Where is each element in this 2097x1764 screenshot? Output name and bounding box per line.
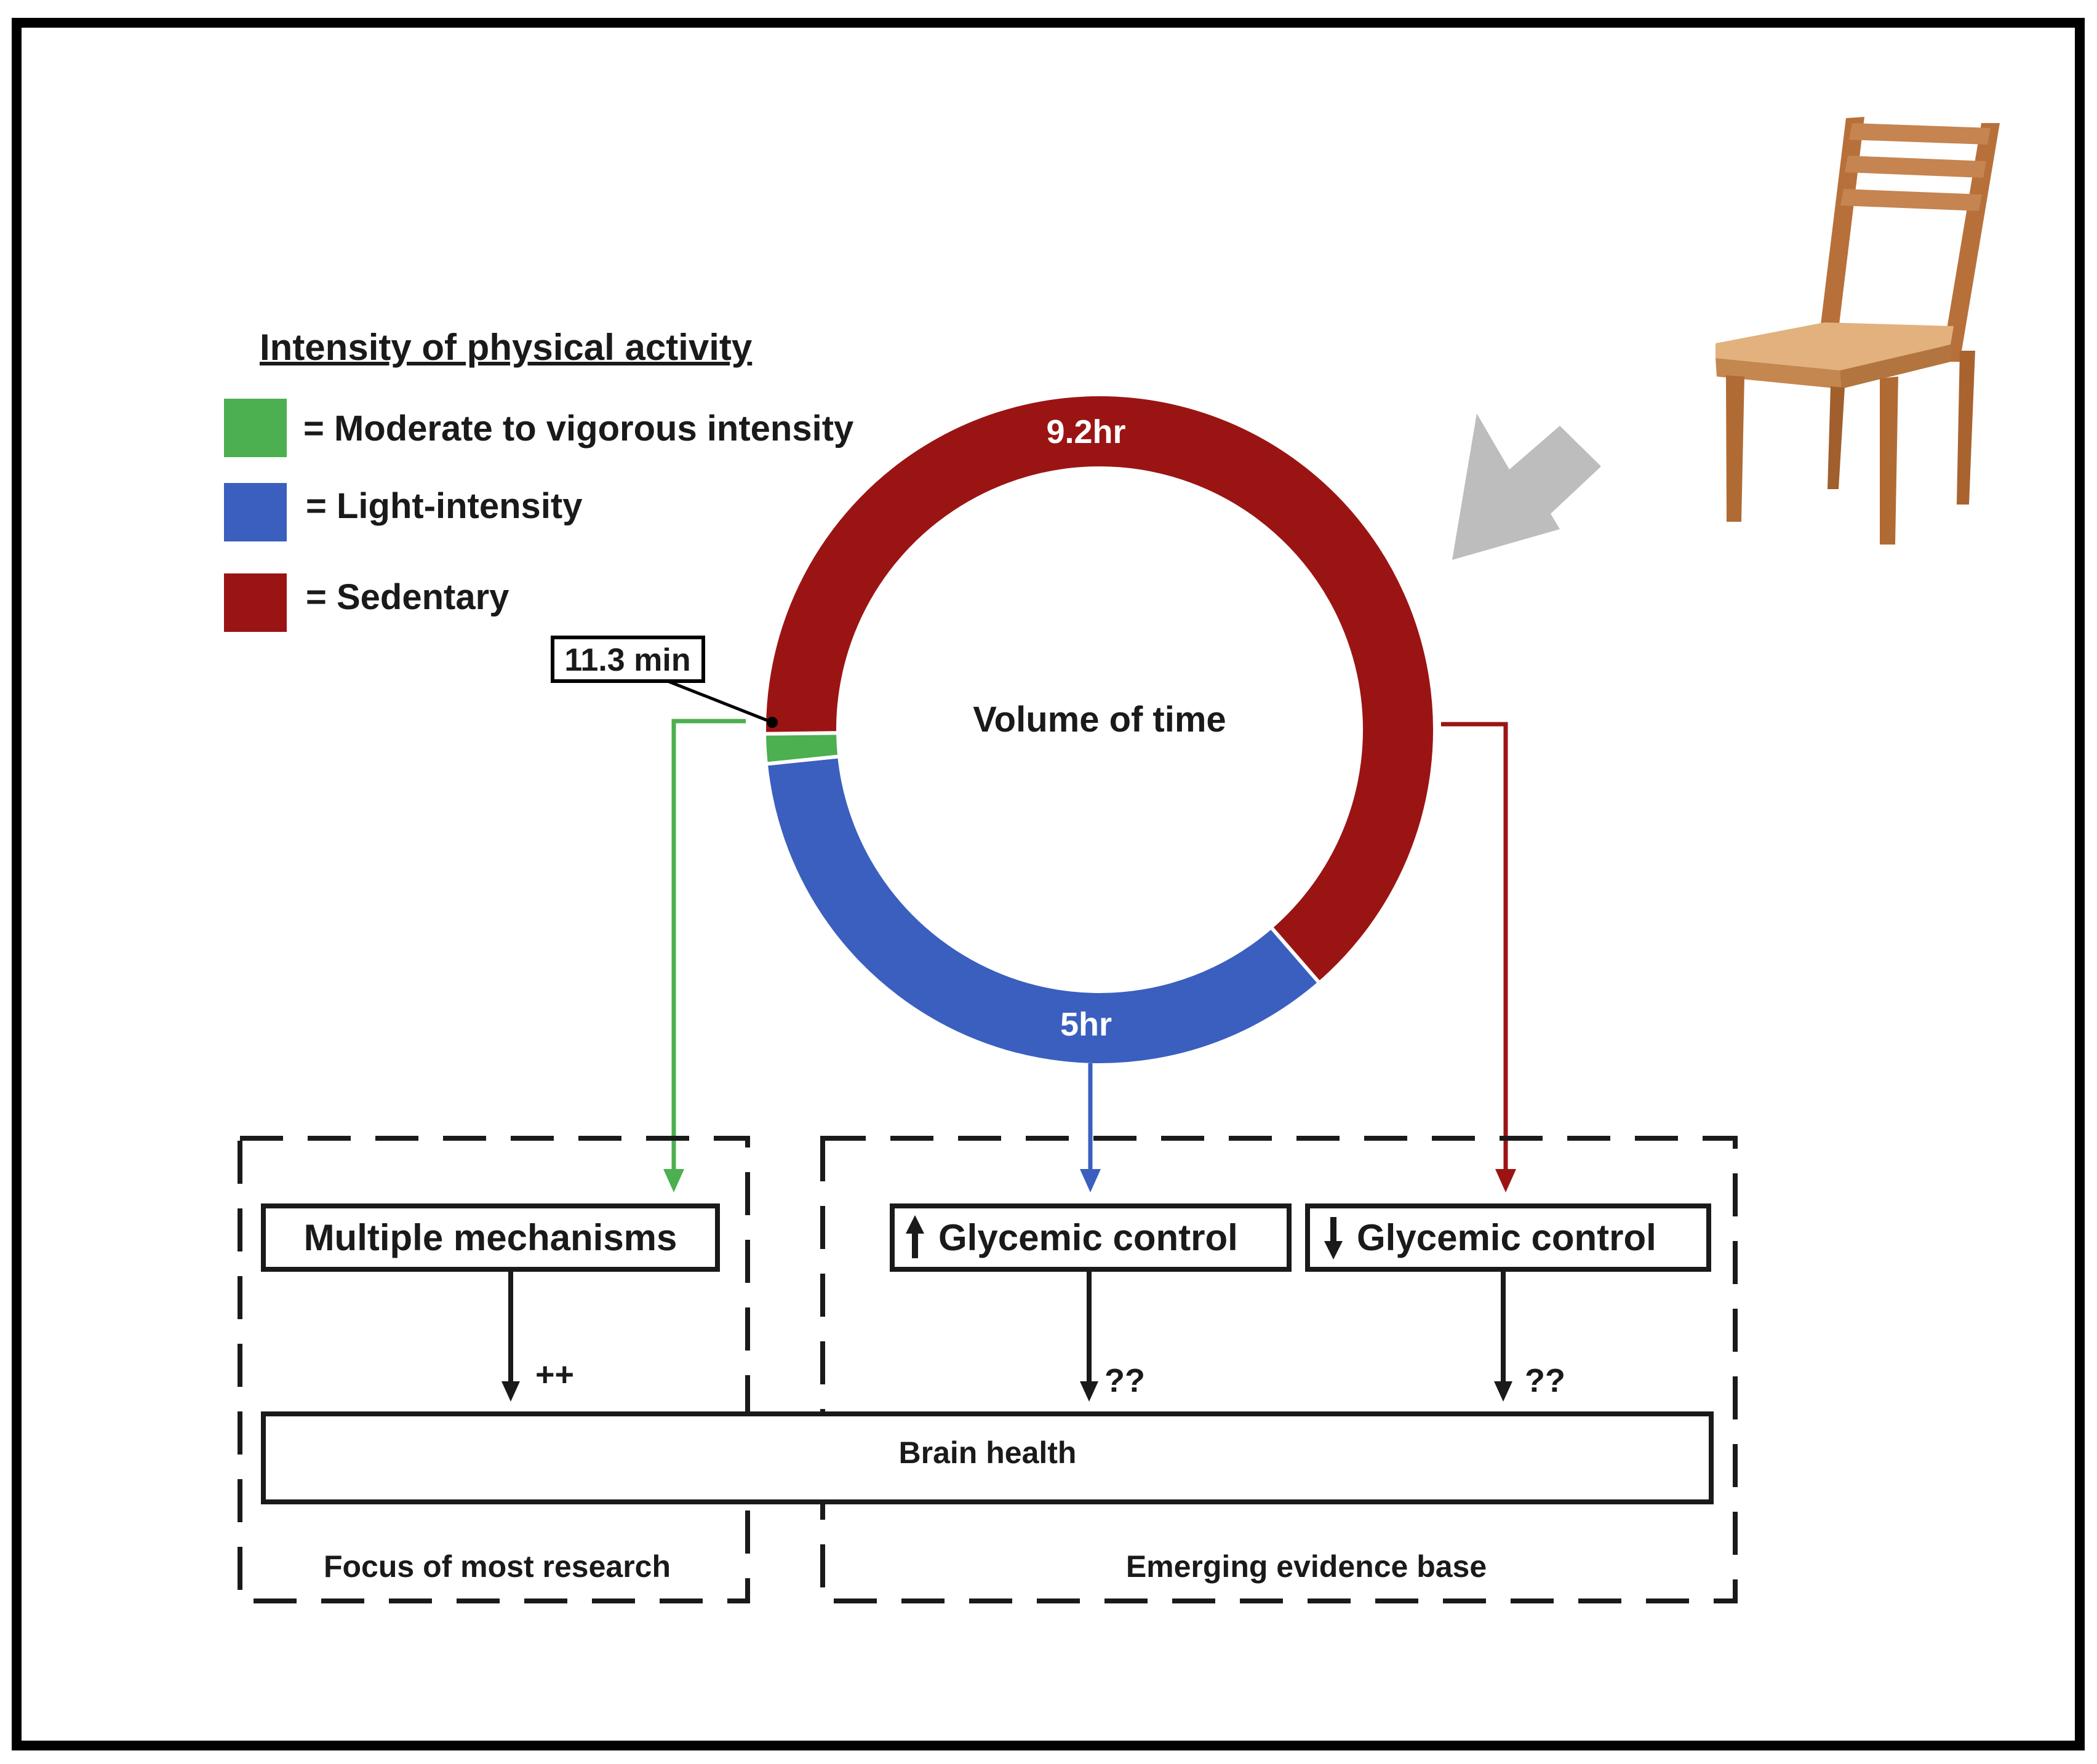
time-ring	[762, 393, 1437, 1067]
box-glycemic-down	[1305, 1203, 1711, 1272]
sign-left: ++	[535, 1356, 574, 1393]
blue-flow-arrowhead	[1080, 1169, 1101, 1192]
group-right-container	[820, 1136, 1738, 1603]
box-brain-health-label: Brain health	[899, 1435, 1077, 1470]
arrowhead-right-to-outcome	[1494, 1381, 1512, 1402]
legend-label-sedentary: = Sedentary	[306, 577, 509, 617]
ring-center-label: Volume of time	[973, 700, 1226, 740]
segment-label-sedentary: 9.2hr	[1046, 413, 1125, 450]
group-left-label: Focus of most research	[324, 1549, 671, 1584]
legend-label-moderate: = Moderate to vigorous intensity	[303, 409, 853, 449]
outer-frame	[12, 18, 2085, 1750]
green-flow-arrowhead	[663, 1169, 684, 1192]
box-glycemic-up-label: Glycemic control	[938, 1217, 1238, 1258]
chair-icon	[1716, 117, 2000, 545]
group-right-label: Emerging evidence base	[1126, 1549, 1487, 1584]
segment-label-light: 5hr	[1060, 1006, 1112, 1043]
group-left-container	[238, 1136, 750, 1603]
down-arrow-icon	[1324, 1217, 1343, 1259]
legend-swatch-light	[224, 483, 287, 541]
callout-box	[551, 636, 705, 683]
ring-segment-moderate	[762, 731, 842, 766]
box-brain-health	[261, 1411, 1714, 1504]
red-flow-arrowhead	[1495, 1169, 1516, 1192]
callout-label: 11.3 min	[564, 642, 690, 678]
callout-moderate: 11.3 min	[551, 636, 778, 728]
green-flow-line	[671, 719, 746, 1175]
box-multiple-mechanisms	[261, 1203, 720, 1272]
callout-leader	[667, 679, 773, 724]
box-glycemic-up	[890, 1203, 1292, 1272]
legend-swatch-sedentary	[224, 573, 287, 632]
box-glycemic-down-label: Glycemic control	[1357, 1217, 1656, 1258]
red-flow-line	[1441, 722, 1508, 1175]
sign-right: ??	[1525, 1362, 1565, 1399]
box-multiple-mechanisms-label: Multiple mechanisms	[304, 1217, 677, 1258]
sign-middle: ??	[1104, 1362, 1145, 1399]
arrowhead-left-to-outcome	[501, 1381, 520, 1402]
callout-dot	[767, 717, 778, 728]
arrowhead-middle-to-outcome	[1080, 1381, 1098, 1402]
gray-arrow-icon	[1452, 413, 1601, 560]
up-arrow-icon	[906, 1215, 924, 1258]
legend: Intensity of physical activity = Moderat…	[224, 327, 853, 632]
ring-segment-sedentary	[762, 393, 1437, 986]
ring-segment-light	[764, 754, 1322, 1067]
legend-label-light: = Light-intensity	[306, 486, 583, 526]
legend-swatch-moderate	[224, 399, 287, 457]
legend-title: Intensity of physical activity	[260, 327, 753, 368]
